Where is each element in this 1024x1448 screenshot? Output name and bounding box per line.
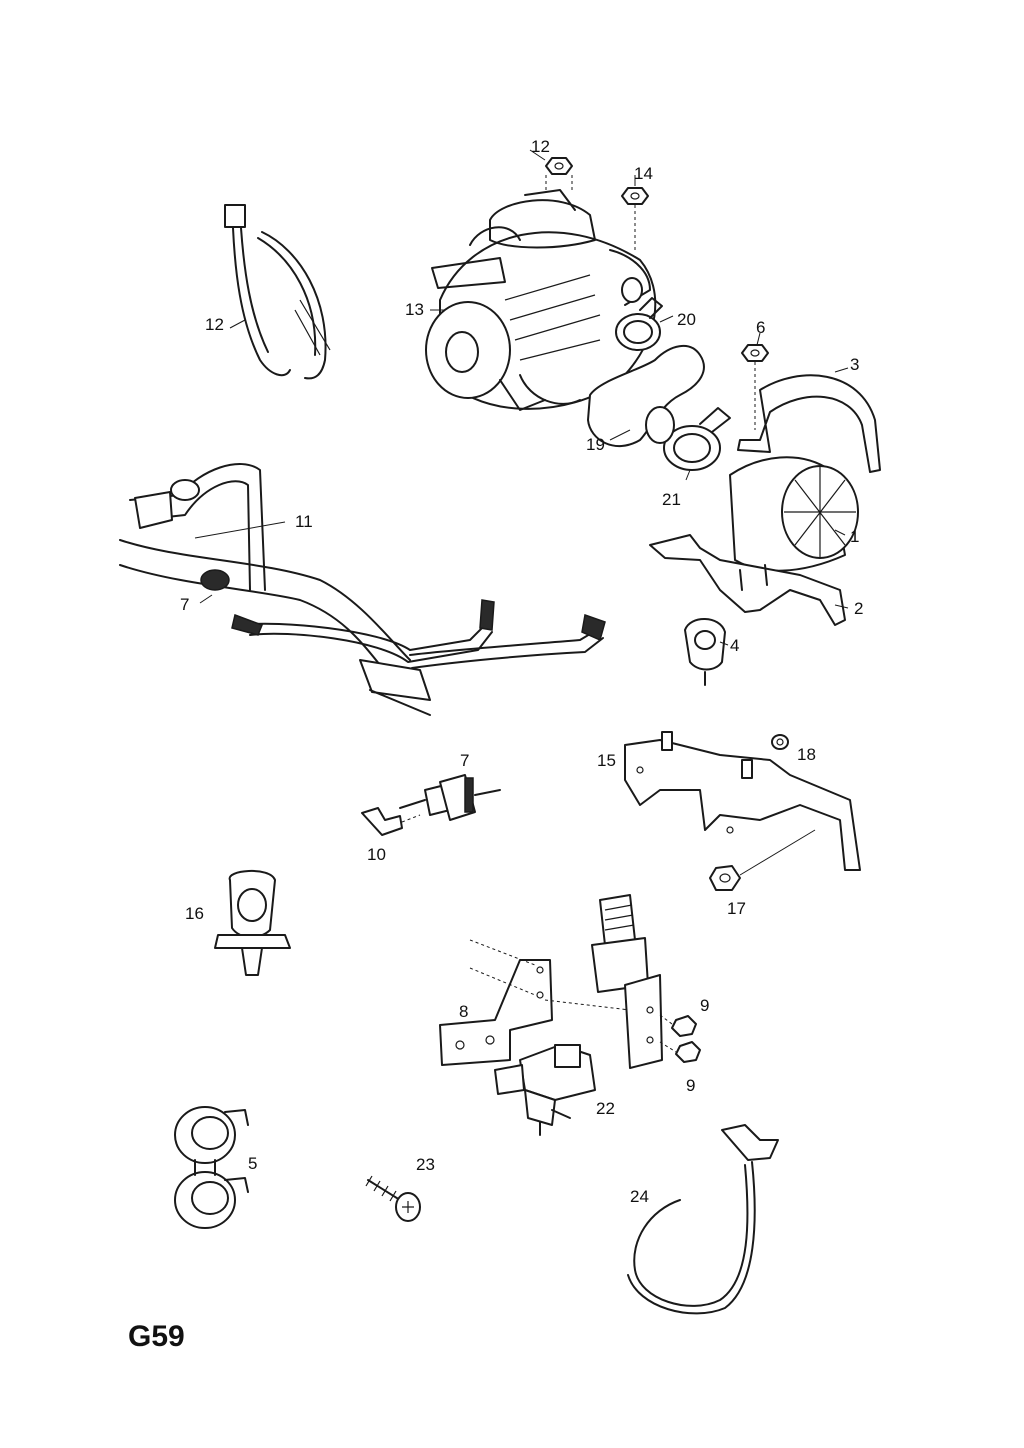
part-7-vacuum-valve	[399, 774, 501, 821]
part-18-washer	[771, 734, 789, 750]
callout-21: 21	[662, 490, 681, 509]
solenoid-valve-upper	[591, 894, 663, 1069]
callout-7: 7	[180, 595, 190, 614]
part-24-cable-tie	[627, 1124, 779, 1315]
part-17-nut	[709, 829, 816, 891]
part-2-mounting-bracket	[649, 534, 846, 626]
callout-22: 22	[596, 1099, 615, 1118]
part-13-air-pump	[425, 189, 657, 411]
callout-4: 4	[730, 636, 740, 655]
callout-23: 23	[416, 1155, 435, 1174]
callout-12: 12	[205, 315, 224, 334]
callout-16: 16	[185, 904, 204, 923]
callout-20: 20	[677, 310, 696, 329]
callout-7: 7	[460, 751, 470, 770]
callout-15: 15	[597, 751, 616, 770]
leader-lines	[194, 149, 849, 646]
part-1-air-filter	[729, 456, 859, 572]
part-22-solenoid-valve	[494, 1044, 596, 1136]
part-6-nut	[741, 344, 769, 430]
part-10-elbow-connector	[361, 807, 421, 836]
part-9-bolt-upper	[659, 1014, 697, 1037]
callout-5: 5	[248, 1154, 258, 1173]
callout-3: 3	[850, 355, 860, 374]
part-3-strap-bracket	[737, 374, 881, 473]
diagram-code: G59	[128, 1320, 185, 1353]
callout-18: 18	[797, 745, 816, 764]
callout-9: 9	[686, 1076, 696, 1095]
part-19-hose	[587, 345, 705, 447]
part-14-nut-upper	[545, 157, 573, 190]
callout-6: 6	[756, 318, 766, 337]
callout-24: 24	[630, 1187, 649, 1206]
callout-19: 19	[586, 435, 605, 454]
callout-13: 13	[405, 300, 424, 319]
callout-17: 17	[727, 899, 746, 918]
callout-8: 8	[459, 1002, 469, 1021]
callout-11: 11	[295, 512, 313, 531]
callout-10: 10	[367, 845, 386, 864]
callout-2: 2	[854, 599, 864, 618]
part-4-clip	[684, 618, 726, 686]
part-8-bracket	[439, 939, 631, 1066]
part-11-hose-assembly	[119, 463, 606, 716]
part-9-bolt-lower	[659, 1041, 701, 1063]
part-16-clip	[214, 869, 291, 976]
part-12-cable-tie	[224, 204, 331, 380]
callout-14: 14	[634, 164, 653, 183]
part-23-screw	[365, 1175, 421, 1222]
part-5-double-clip	[174, 1106, 249, 1229]
part-20-hose-clamp	[615, 297, 663, 351]
part-21-hose-clamp	[663, 407, 731, 471]
part-15-bracket-plate	[624, 731, 861, 871]
part-14-nut-lower	[621, 187, 649, 250]
callout-1: 1	[850, 527, 860, 546]
callout-14: 12	[531, 137, 550, 156]
callout-9: 9	[700, 996, 710, 1015]
